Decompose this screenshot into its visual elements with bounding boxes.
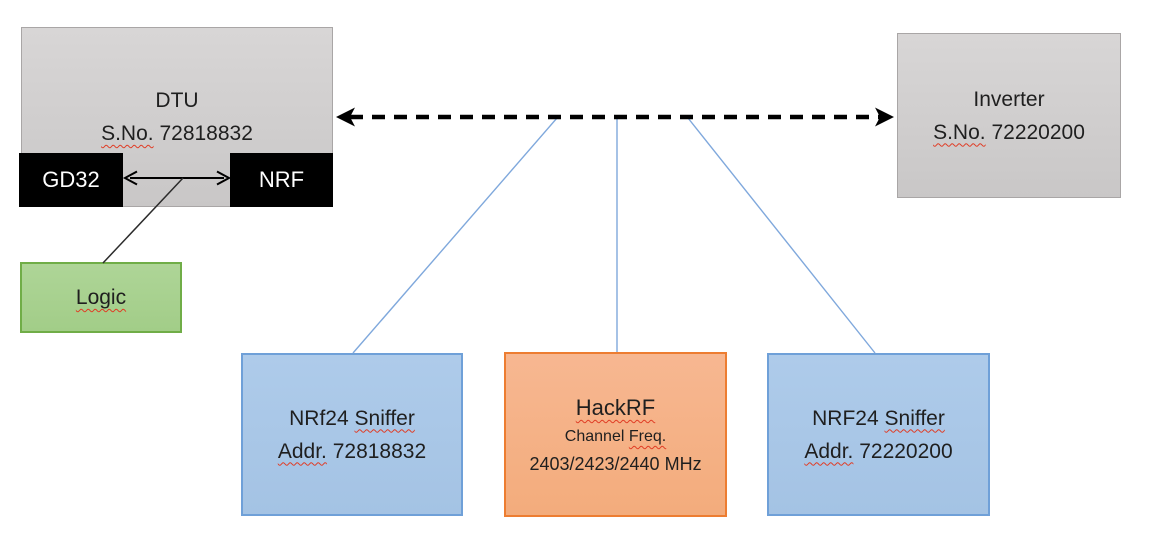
inverter-node: Inverter S.No. 72220200 <box>897 33 1121 198</box>
rf-link-arrowhead-left-icon <box>336 107 355 127</box>
logic-label: Logic <box>75 286 127 309</box>
nrf-node: NRF <box>230 153 333 207</box>
gd32-label: GD32 <box>42 167 100 192</box>
hackrf-channel-label: Channel Freq. <box>564 428 667 445</box>
sniffer-left-addr: Addr. 72818832 <box>277 439 427 463</box>
sniffer-right-title: NRF24 Sniffer <box>812 406 945 430</box>
nrf-label: NRF <box>258 167 305 192</box>
logic-node: Logic <box>20 262 182 333</box>
hackrf-title: HackRF <box>575 395 656 420</box>
inverter-serial-value: 72220200 <box>991 120 1085 144</box>
sniffer-left-node: NRf24 Sniffer Addr. 72818832 <box>241 353 463 516</box>
rf-link-arrowhead-right-icon <box>875 107 894 127</box>
dtu-title: DTU <box>155 89 199 112</box>
dtu-serial: S.No. 72818832 <box>101 117 253 150</box>
dtu-serial-value: 72818832 <box>159 122 253 145</box>
hackrf-frequencies: 2403/2423/2440 MHz <box>529 454 702 474</box>
inverter-serial-label: S.No. <box>933 120 986 144</box>
hackrf-node: HackRF Channel Freq. 2403/2423/2440 MHz <box>504 352 727 517</box>
sniffer-left-title: NRf24 Sniffer <box>289 406 415 430</box>
inverter-title: Inverter <box>973 87 1045 111</box>
gd32-node: GD32 <box>19 153 123 207</box>
sniffer-right-addr: Addr. 72220200 <box>804 439 953 463</box>
tap-line-sniffer-left <box>352 117 558 354</box>
tap-line-sniffer-right <box>687 117 876 354</box>
inverter-serial: S.No. 72220200 <box>933 116 1085 149</box>
sniffer-right-node: NRF24 Sniffer Addr. 72220200 <box>767 353 990 516</box>
dtu-serial-label: S.No. <box>101 122 154 145</box>
